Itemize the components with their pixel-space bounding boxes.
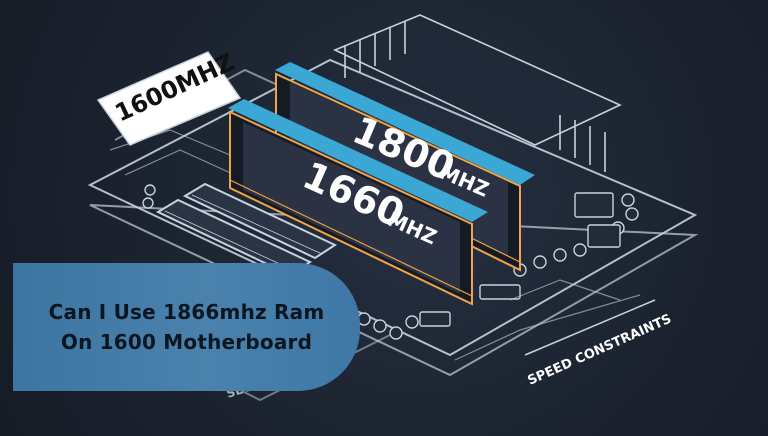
title-banner: Can I Use 1866mhz Ram On 1600 Motherboar… (13, 263, 360, 391)
capacitors (142, 184, 639, 340)
ram-module-front: 1660 MHZ (228, 99, 488, 306)
heatsink (333, 14, 622, 172)
title-line-2: On 1600 Motherboard (60, 330, 313, 354)
pcie-slots (155, 182, 338, 277)
speed-constraints-label: SPEED CONSTRAINTS (524, 299, 674, 389)
title-line-1: Can I Use 1866mhz Ram (48, 300, 325, 324)
